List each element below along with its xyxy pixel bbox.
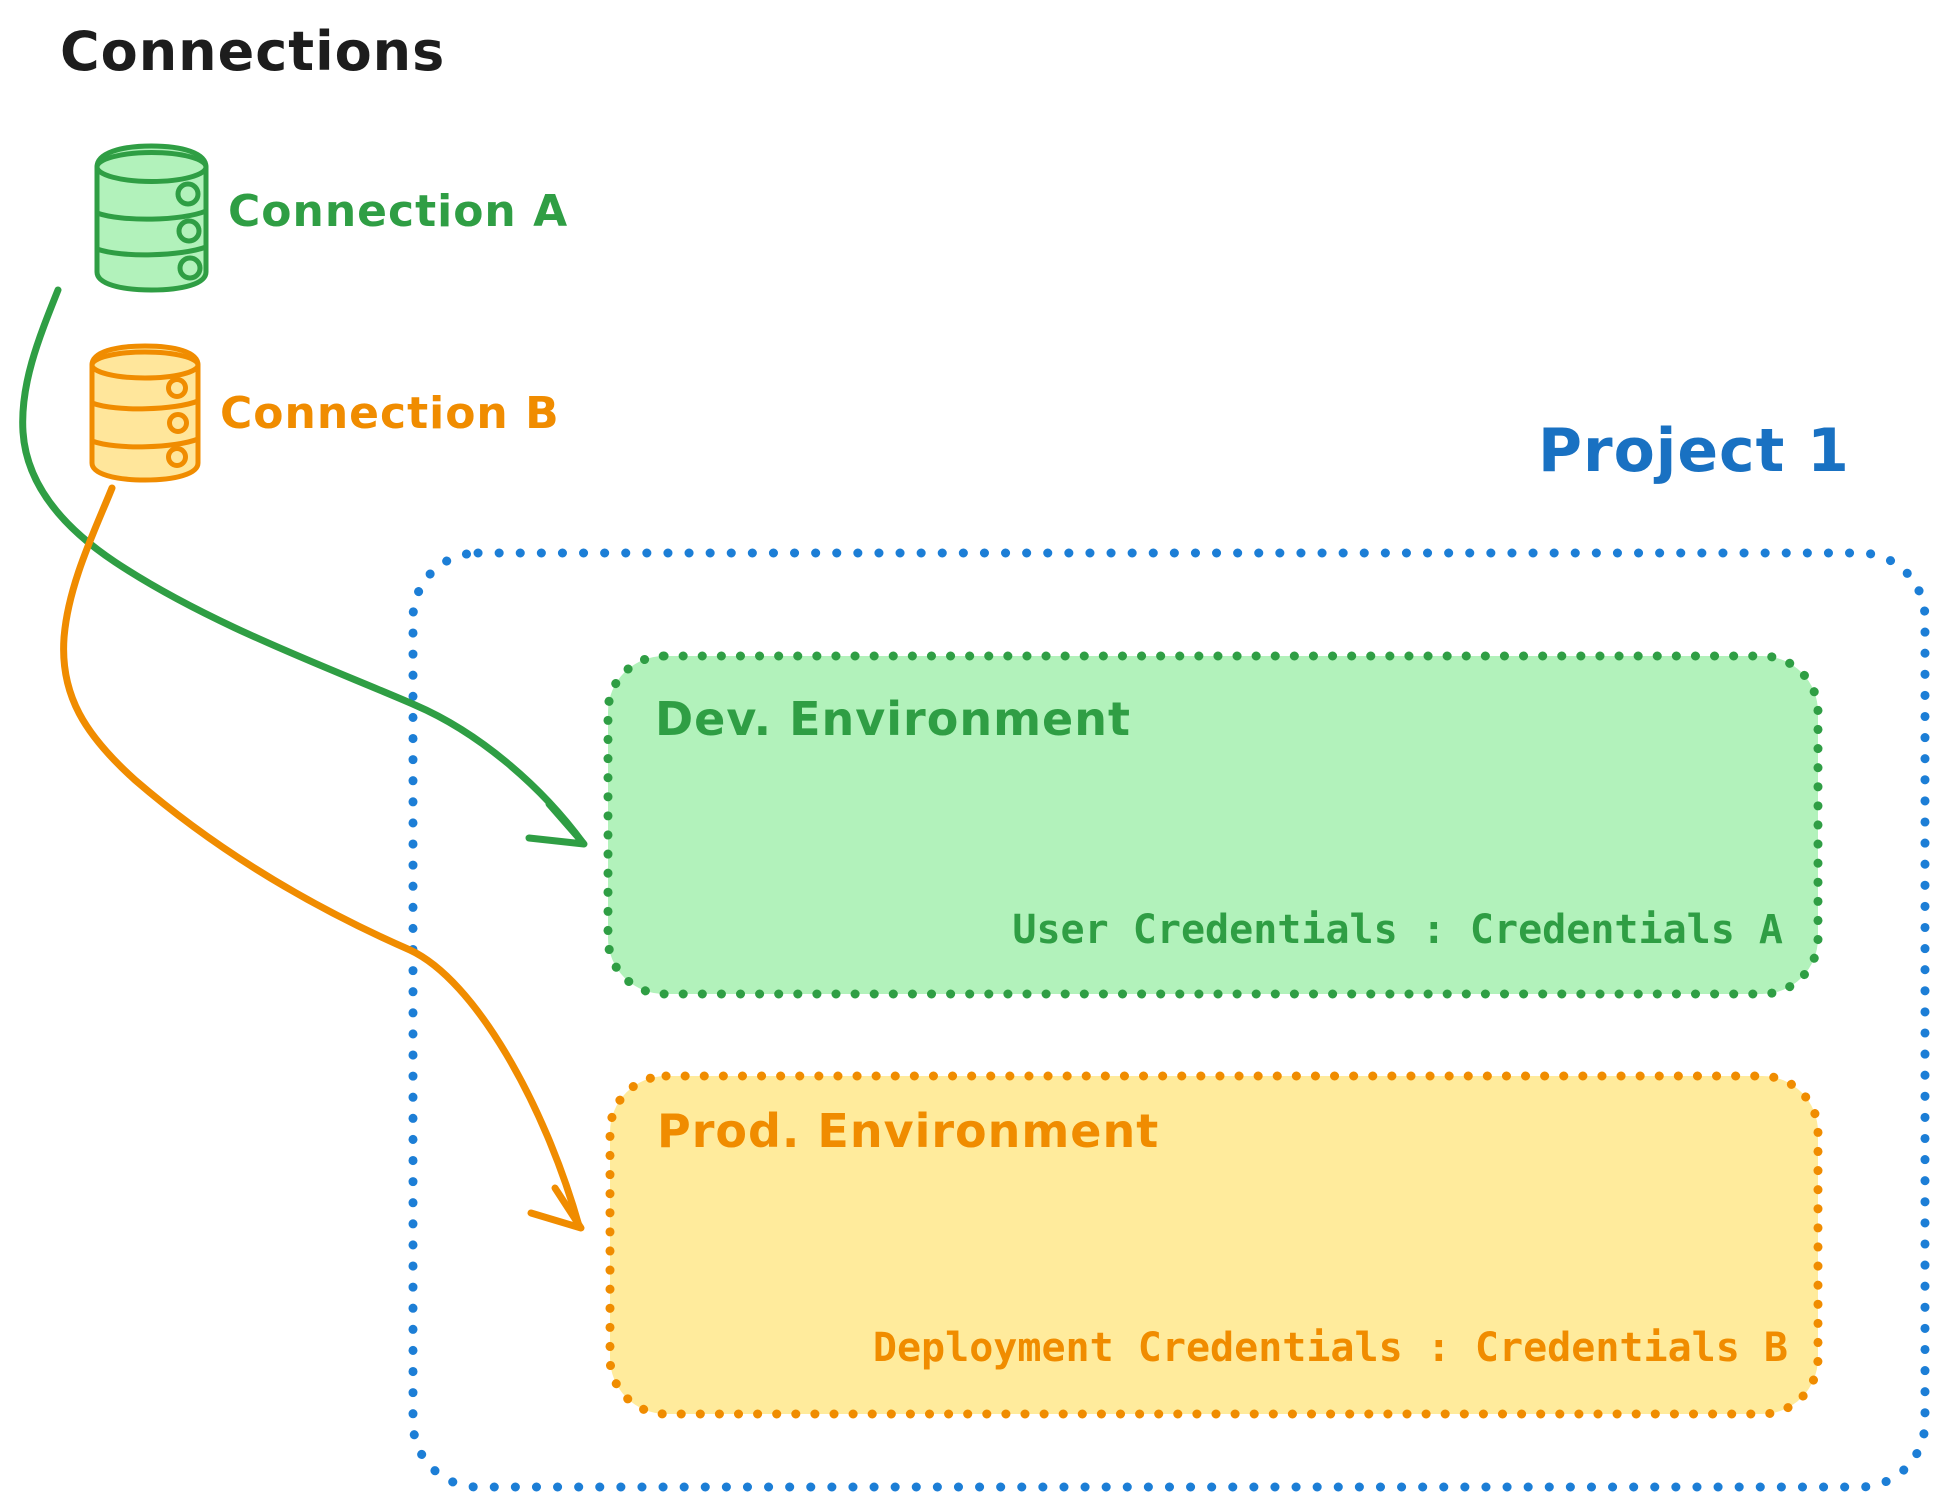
connection-a-database-icon	[94, 143, 209, 293]
arrow-connection-b-to-prod	[60, 484, 585, 1232]
connection-b-database-icon	[89, 343, 201, 483]
dev-environment-credentials: User Credentials : Credentials A	[1012, 907, 1783, 953]
prod-environment-title: Prod. Environment	[657, 1104, 1160, 1158]
dev-environment-title: Dev. Environment	[655, 692, 1131, 746]
connection-b-label: Connection B	[220, 388, 560, 439]
arrow-connection-a-to-dev	[19, 286, 588, 848]
connection-a-label: Connection A	[228, 186, 569, 237]
project-1-container-border	[408, 548, 1930, 1492]
prod-environment-credentials: Deployment Credentials : Credentials B	[872, 1325, 1788, 1371]
project-1-title: Project 1	[1538, 416, 1850, 486]
prod-environment-box	[605, 1071, 1823, 1419]
dev-environment-box	[603, 651, 1823, 999]
connections-title: Connections	[60, 20, 446, 83]
